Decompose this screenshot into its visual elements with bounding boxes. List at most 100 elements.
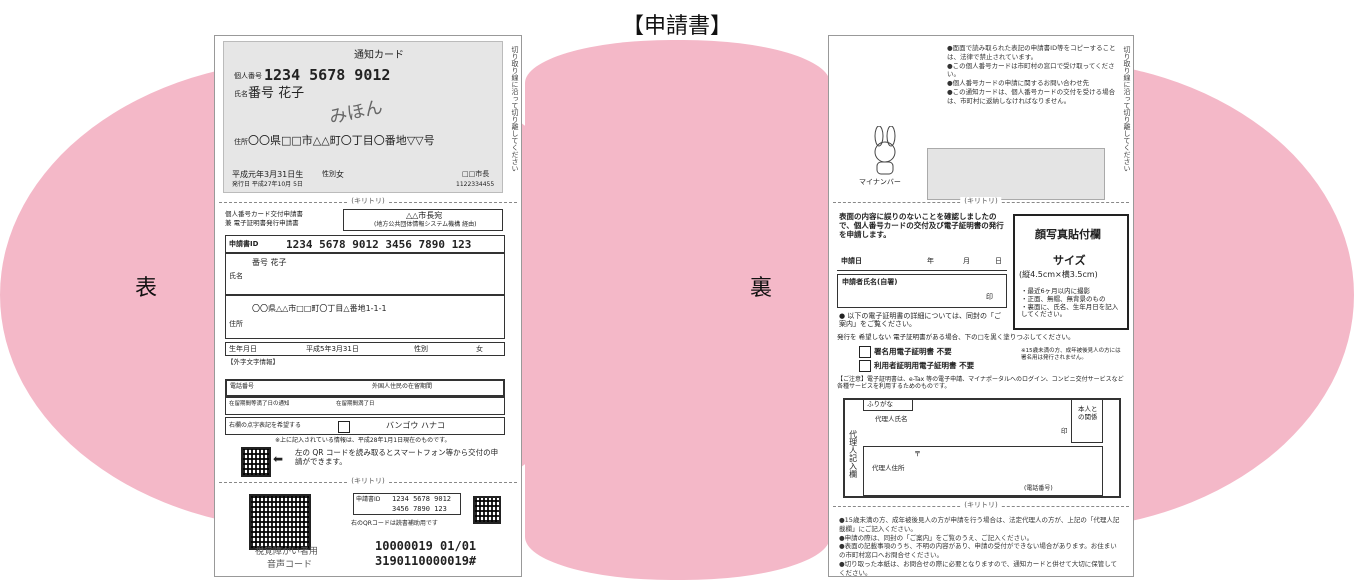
card-name: 番号 花子 [248,86,305,101]
pink-backdrop-center [525,40,830,580]
cut-line: (キリトリ) [219,197,517,206]
top-notes: ●面面で読み取られた表記の申請書ID等をコピーすることは、法律で禁止されています… [947,44,1117,105]
agent-address-label: 代理人住所 [872,464,905,472]
id-box-value-2: 3456 7890 123 [392,505,447,513]
seal-label: 印 [986,293,993,301]
mark-label-2: 在留期間満了日 [336,401,375,407]
photo-requirements: ・最近6ヶ月以内に撮影 ・正面、無帽、無背景のもの ・裏面に、氏名、生年月日を記… [1021,287,1119,319]
personal-number: 1234 5678 9012 [264,66,391,84]
notice-date: ※上に記入されている情報は、平成28年1月1日現在のものです。 [275,437,451,444]
kana-name: バンゴウ ハナコ [386,421,445,430]
id-label: 申請書ID [229,240,259,248]
voice-code-2: 音声コード [267,560,313,570]
address-row-label: 住所 [229,320,243,328]
mark-label-1: 在留期間等満了日の通知 [229,401,290,407]
agent-tel: (電話番号) [1024,485,1053,492]
cut-line-2: (キリトリ) [833,501,1129,510]
personal-number-label: 個人番号 [234,72,262,80]
agent-relation: 本人との関係 [1078,405,1098,421]
name-row-label: 氏名 [229,272,243,280]
sign-label: 申請者氏名(自署) [842,278,898,286]
photo-size-label: サイズ [1053,254,1086,267]
cut-instruction: 切り取り線に沿って切り離してください [511,46,519,172]
card-code: 1122334455 [456,181,495,188]
agent-kana: ふりがな [867,400,893,408]
municipality-note: (地方公共団体情報システム機構 経由) [374,221,477,228]
mark-row: 在留期間等満了日の通知 在留期間満了日 [225,397,505,415]
photo-dims: (縦4.5cm×横3.5cm) [1019,270,1098,279]
cert-checkbox-2[interactable] [859,360,871,372]
mascot-rabbit-icon [874,126,896,175]
card-issue-date: 発行日 平成27年10月 5日 [232,181,303,188]
small-qr-code [241,447,271,477]
id-value: 1234 5678 9012 3456 7890 123 [286,238,472,251]
reading-qr-code [473,496,501,524]
year-label: 年 [927,257,934,265]
card-sex: 女 [336,170,344,179]
sex-row-label: 性別 [414,345,428,353]
photo-box: 顔写真貼付欄 サイズ (縦4.5cm×横3.5cm) ・最近6ヶ月以内に撮影 ・… [1013,214,1129,330]
cert-option-2[interactable]: 利用者証明用電子証明書 不要 [859,360,974,372]
cut-label-2: (キリトリ) [347,477,389,486]
address-row-value: 〇〇県△△市□□町〇丁目△番地1-1-1 [252,304,387,313]
front-label: 表 [135,276,158,301]
cut-line-2: (キリトリ) [219,477,517,486]
id-box-label: 申請書ID [356,496,381,503]
sample-stamp: みほん [327,96,385,129]
birth-label: 生年月日 [229,345,257,353]
birth-row: 生年月日 平成5年3月31日 性別 女 [225,342,505,356]
id-row: 申請書ID 1234 5678 9012 3456 7890 123 [225,235,505,253]
id-box: 申請書ID 1234 5678 9012 3456 7890 123 [353,493,461,515]
agent-box: 代理人記入欄 ふりがな 代理人氏名 印 本人との関係 代理人住所 〒 (電話番号… [843,398,1121,498]
sex-row-value: 女 [476,345,483,353]
note-item: ●この通知カードは、個人番号カードの交付を受ける場合は、市町村に返納しなければな… [947,87,1116,105]
note-item: ●表面の記載事項のうち、不明の内容があり、申請の受付ができない場合があります。お… [839,542,1117,560]
cert-label-1: 署名用電子証明書 不要 [874,347,952,356]
digital-note: ● 以下の電子証明書の詳細については、同封の「ご案内」をご覧ください。 [839,312,1001,329]
agent-kana-box: ふりがな [863,399,913,411]
cert-label-2: 利用者証明用電子証明書 不要 [874,361,975,370]
mascot-name: マイナンバー [859,178,901,186]
day-label: 日 [995,257,1002,265]
address-row: 住所 〇〇県△△市□□町〇丁目△番地1-1-1 [225,295,505,339]
declaration: 表面の内容に誤りのないことを確認しましたので、個人番号カードの交付及び電子証明書… [839,212,1004,239]
agent-title: 代理人記入欄 [848,430,858,478]
qr-instruction: 左の QR コードを読み取るとスマートフォン等から交付の申請ができます。 [295,448,499,466]
tel-row: 電話番号 外国人住民の在留期間 [225,379,505,397]
card-title: 通知カード [354,50,404,61]
date-label: 申請日 [841,257,862,265]
braille-checkbox[interactable] [338,421,350,433]
form-title-1: 個人番号カード交付申請書 [225,210,303,218]
large-qr-code [249,494,311,550]
qr-note: 右のQRコードは読書補助用です [351,520,438,527]
arrow-left-icon: ⬅ [273,452,284,466]
signature-box[interactable]: 申請者氏名(自署) 印 [837,274,1007,308]
name-row: 氏名 番号 花子 [225,253,505,295]
cert-option-1[interactable]: 署名用電子証明書 不要 [859,346,952,358]
notification-card: 通知カード 個人番号 1234 5678 9012 氏名 番号 花子 みほん 住… [223,41,503,193]
cut-line: (キリトリ) [833,197,1129,206]
name-row-value: 番号 花子 [252,258,287,267]
cert-checkbox-1[interactable] [859,346,871,358]
note-item: ●15歳未満の方、成年被後見人の方が申請を行う場合は、法定代理人の方が、上記の「… [839,516,1120,533]
form-title-2: 兼 電子証明書発行申請書 [225,219,299,227]
agent-name-label: 代理人氏名 [875,415,908,423]
date-row: 申請日 年 月 日 [837,251,1007,271]
reference-box [927,148,1105,200]
tel-label: 電話番号 [230,383,255,390]
page-title: 【申請書】 [621,14,732,39]
card-sex-label: 性別 [322,170,336,178]
photo-title: 顔写真貼付欄 [1035,228,1101,241]
postal-mark: 〒 [914,450,921,458]
unwanted-prompt: 発行を 希望しない 電子証明書がある場合、下の□を黒く塗りつぶしてください。 [837,333,1075,341]
agent-address-box[interactable]: 代理人住所 〒 (電話番号) [863,446,1103,496]
explanation: 【ご注意】電子証明書は、e-Tax 等の電子申請、マイナポータルへのログイン、コ… [837,376,1124,391]
barcode-line-1: 10000019 01/01 [375,539,477,553]
note-item: ●この個人番号カードは市町村の窓口で受け取ってください。 [947,61,1115,79]
id-box-value-1: 1234 5678 9012 [392,495,452,503]
back-label: 裏 [750,276,773,301]
barcode-line-2: 3190110000019# [375,554,477,568]
municipality: △△市長宛 [406,211,443,220]
foreign-label: 外国人住民の在留期間 [372,383,433,390]
card-birth: 平成元年3月31日生 [232,170,304,179]
